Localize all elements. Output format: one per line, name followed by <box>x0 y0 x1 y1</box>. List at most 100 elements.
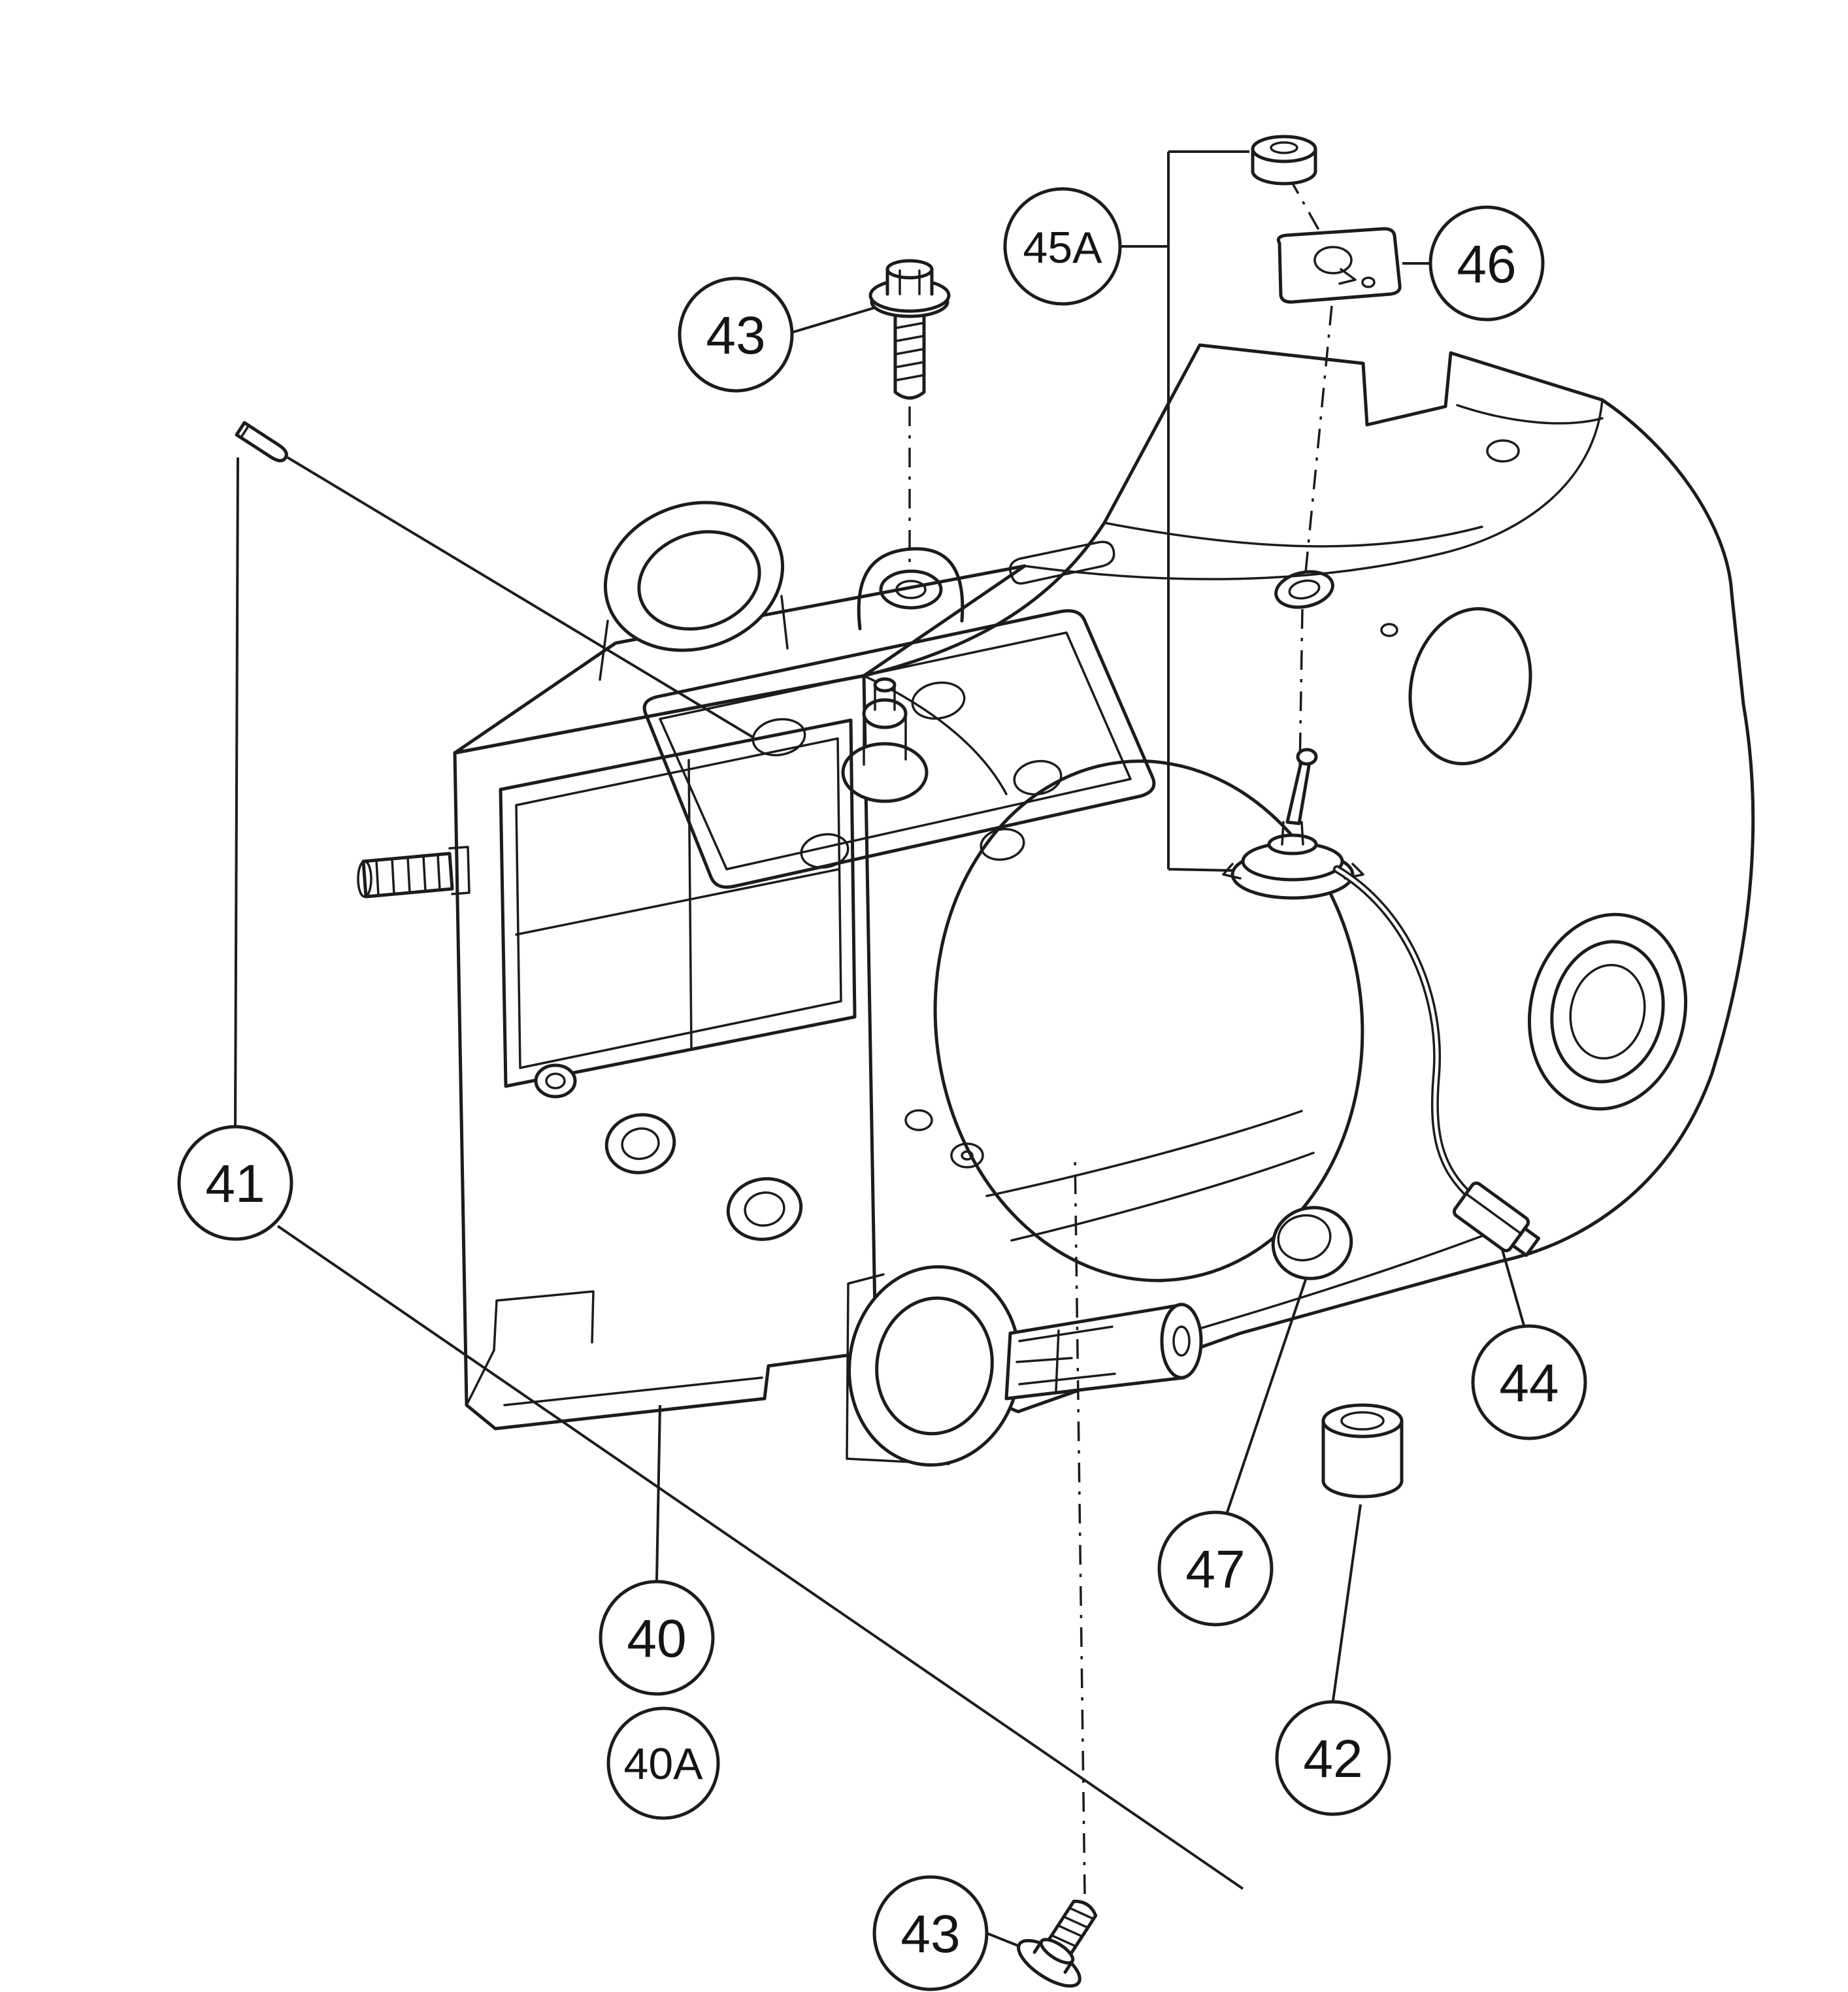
front-ring-1-inner <box>621 1127 660 1160</box>
front-recess-inner <box>515 737 842 1069</box>
bolt-ear-tab <box>857 547 965 631</box>
valve-neck <box>1267 833 1318 855</box>
leader-41-diagonal <box>276 1225 1244 1890</box>
stud-collar <box>448 846 470 895</box>
callout-label: 46 <box>1457 235 1516 294</box>
wire-connector <box>1452 1181 1541 1257</box>
boss-support-lines <box>599 595 789 681</box>
flange-screw-bottom <box>1017 1899 1098 1988</box>
plate-hole-4 <box>800 833 850 869</box>
oiler-valve <box>1222 748 1364 900</box>
plate-boss-sides <box>863 684 907 766</box>
plate-keyhole <box>1313 246 1353 274</box>
callout-43-bottom: 43 <box>872 1875 989 1991</box>
bolt-hole-outer <box>879 569 943 610</box>
clutch-bearing-outer <box>1527 912 1688 1111</box>
nut-top <box>1251 135 1317 163</box>
mount-plate-outer <box>642 609 1156 889</box>
cavity-chord-2 <box>1010 1152 1315 1242</box>
stud-threads <box>375 854 441 897</box>
crank-stub-end <box>1160 1303 1203 1380</box>
bolt-hex-facets <box>899 269 921 295</box>
deck-slot <box>1009 540 1115 585</box>
bolt-hex-top <box>885 259 934 280</box>
bolt-hole-inner <box>895 580 927 599</box>
plate-hole-5 <box>980 827 1025 861</box>
plate-centerline <box>1304 305 1333 573</box>
plug-outer <box>1271 1206 1353 1280</box>
front-recess-outer <box>499 718 857 1088</box>
foot-rail <box>503 1376 763 1406</box>
callout-41: 41 <box>177 1125 293 1241</box>
callout-circle <box>177 1125 293 1241</box>
deck-small-hole <box>1380 623 1398 637</box>
deck-seam-line <box>1023 399 1604 580</box>
connector-seam <box>1464 1192 1523 1235</box>
screw-threads <box>1050 1906 1095 1948</box>
plug-inner <box>1277 1214 1332 1262</box>
callout-label: 43 <box>900 1904 960 1964</box>
callout-circle <box>599 1580 715 1696</box>
callout-circle <box>1428 205 1545 322</box>
callout-label: 45A <box>1023 223 1103 273</box>
leader-40 <box>655 1404 661 1581</box>
plate-boss-top <box>862 698 908 729</box>
callout-circle <box>678 276 794 393</box>
valve-lever-knob <box>1296 748 1318 766</box>
callout-47: 47 <box>1157 1510 1274 1627</box>
valve-lever <box>1285 757 1312 825</box>
crank-cavity-opening <box>933 759 1364 1282</box>
leader-42 <box>1332 1504 1362 1701</box>
leader-44 <box>1499 1242 1525 1326</box>
front-boss-small <box>534 1063 577 1099</box>
clutch-bearing-mid <box>1550 940 1665 1084</box>
callout-label: 40A <box>624 1739 704 1789</box>
plate-boss-stub <box>873 677 897 693</box>
nut-centerline <box>1287 176 1321 233</box>
front-hole-b-inner <box>961 1150 974 1161</box>
pin-body <box>235 421 288 463</box>
leader-45A <box>1120 150 1249 872</box>
crank-stub-hole <box>1172 1325 1191 1357</box>
crank-boss-outer <box>848 1265 1021 1467</box>
recess-shelf <box>515 868 840 936</box>
retainer-plate <box>1276 227 1402 304</box>
front-ring-2-inner <box>744 1191 785 1227</box>
cap-nut <box>1251 135 1317 186</box>
callout-42: 42 <box>1275 1700 1391 1816</box>
pin-end-line <box>239 424 250 439</box>
callout-label: 43 <box>706 306 765 365</box>
plate-key-notch <box>1338 268 1357 285</box>
flange-bolt-top <box>868 259 951 400</box>
front-boss-small-hole <box>545 1072 566 1089</box>
bushing-top <box>1321 1403 1404 1438</box>
callout-label: 41 <box>205 1154 265 1214</box>
plate-boss-base <box>841 742 929 803</box>
wire-outer <box>1333 865 1476 1201</box>
wire-lead <box>1333 865 1541 1257</box>
callout-40: 40 <box>599 1580 715 1696</box>
bolt-threads <box>894 322 925 382</box>
bracket-hole <box>1486 439 1520 463</box>
recess-divider <box>687 759 693 1051</box>
callout-label: 42 <box>1303 1729 1362 1789</box>
leader-41-vertical <box>234 457 239 1126</box>
callout-46: 46 <box>1428 205 1545 322</box>
valve-wing-left <box>1222 863 1242 880</box>
front-face-outline <box>453 674 878 1431</box>
right-face-opening <box>1408 607 1532 765</box>
nut-hole <box>1270 141 1298 154</box>
callout-circle <box>1471 1324 1587 1440</box>
leader-47 <box>1226 1279 1307 1513</box>
leader-lines <box>234 150 1525 1950</box>
rear-deck-line <box>1103 522 1483 548</box>
callout-circle <box>1275 1700 1391 1816</box>
valve-stem <box>1281 821 1304 846</box>
callout-label: 40 <box>627 1609 686 1668</box>
tank-body-outline <box>862 343 1755 1414</box>
bushing-bore <box>1340 1411 1385 1431</box>
mount-plate-inner <box>659 631 1132 871</box>
left-stud <box>357 846 470 899</box>
